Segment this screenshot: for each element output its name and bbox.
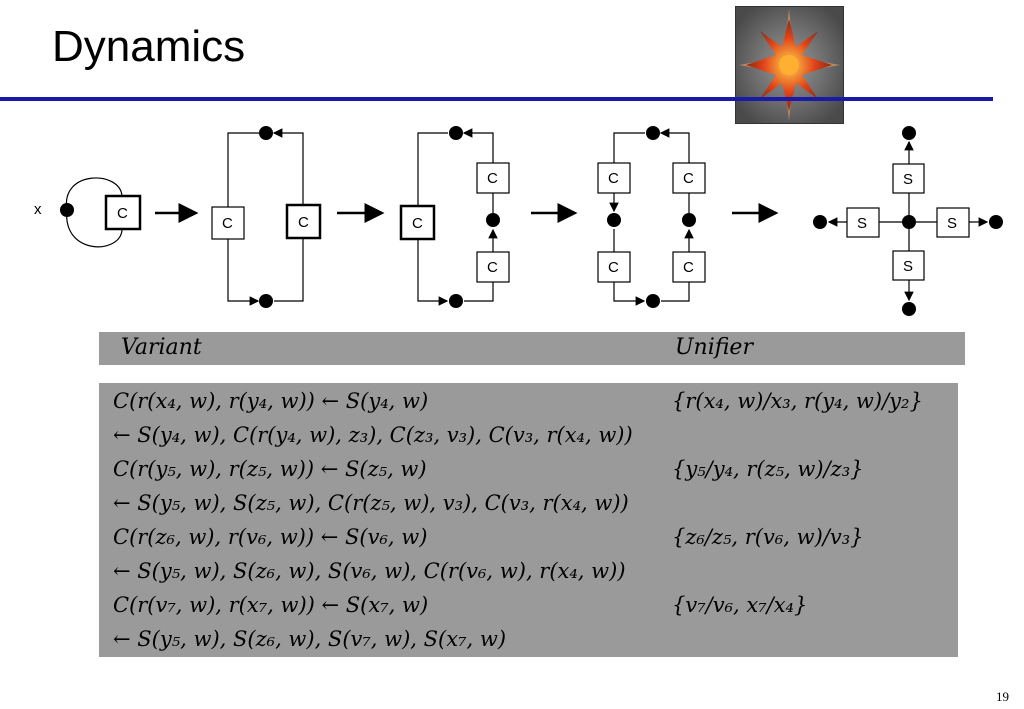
variant-table: C(r(x₄, w), r(y₄, w)) ← S(y₄, w) {r(x₄, … — [99, 383, 958, 657]
table-header: Variant Unifier — [99, 332, 965, 365]
unifier-cell: {v₇/v₆, x₇/x₄} — [672, 593, 808, 617]
svg-text:S: S — [947, 215, 957, 232]
table-row: C(r(v₇, w), r(x₇, w)) ← S(x₇, w) {v₇/v₆,… — [99, 591, 958, 625]
svg-text:C: C — [222, 215, 233, 232]
clause-transformation-diagram: x C C C C C C C C C C — [34, 126, 1003, 316]
page-number: 19 — [996, 689, 1009, 704]
variant-cell: C(r(y₅, w), r(z₅, w)) ← S(z₅, w) — [113, 457, 427, 481]
svg-text:C: C — [683, 170, 694, 187]
svg-text:S: S — [857, 215, 867, 232]
svg-text:S: S — [903, 171, 913, 188]
slide-title: Dynamics — [52, 22, 246, 71]
box-c-2a — [211, 206, 245, 240]
svg-text:C: C — [683, 259, 694, 276]
variant-cell: C(r(v₇, w), r(x₇, w)) ← S(x₇, w) — [113, 593, 429, 617]
table-row: C(r(x₄, w), r(y₄, w)) ← S(y₄, w) {r(x₄, … — [99, 387, 958, 421]
unifier-cell: {r(x₄, w)/x₃, r(y₄, w)/y₂} — [672, 389, 923, 413]
svg-text:S: S — [903, 258, 913, 275]
variant-cell: ← S(y₅, w), S(z₆, w), S(v₇, w), S(x₇, w) — [113, 627, 507, 651]
table-row: ← S(y₄, w), C(r(y₄, w), z₃), C(z₃, v₃), … — [99, 421, 958, 455]
box-s-top — [892, 163, 925, 194]
box-c-1 — [104, 194, 142, 231]
box-c-4a — [597, 162, 631, 194]
svg-text:C: C — [608, 259, 619, 276]
box-c-4c — [597, 251, 631, 283]
svg-text:C: C — [487, 170, 498, 187]
variant-cell: C(r(x₄, w), r(y₄, w)) ← S(y₄, w) — [113, 389, 429, 413]
unifier-cell: {y₅/y₄, r(z₅, w)/z₃} — [672, 457, 864, 481]
node-x — [60, 203, 74, 217]
center-node — [902, 215, 916, 229]
header-variant: Variant — [121, 335, 202, 360]
title-underline — [0, 97, 993, 101]
box-c-3a — [399, 204, 436, 241]
table-row: ← S(y₅, w), S(z₅, w), C(r(z₅, w), v₃), C… — [99, 489, 958, 523]
svg-text:C: C — [487, 259, 498, 276]
header-unifier: Unifier — [675, 335, 753, 360]
starburst-logo — [735, 6, 844, 124]
svg-text:C: C — [608, 170, 619, 187]
box-s-right — [936, 207, 970, 238]
table-row: ← S(y₅, w), S(z₆, w), S(v₆, w), C(r(v₆, … — [99, 557, 958, 591]
svg-text:C: C — [412, 215, 423, 232]
svg-text:C: C — [117, 205, 128, 222]
variant-cell: ← S(y₅, w), S(z₅, w), C(r(z₅, w), v₃), C… — [113, 491, 629, 515]
table-row: C(r(y₅, w), r(z₅, w)) ← S(z₅, w) {y₅/y₄,… — [99, 455, 958, 489]
table-row: ← S(y₅, w), S(z₆, w), S(v₇, w), S(x₇, w) — [99, 625, 958, 659]
table-row: C(r(z₆, w), r(v₆, w)) ← S(v₆, w) {z₆/z₅,… — [99, 523, 958, 557]
unifier-cell: {z₆/z₅, r(v₆, w)/v₃} — [672, 525, 864, 549]
box-c-3b — [476, 162, 510, 194]
box-c-2b — [285, 203, 322, 240]
variant-cell: ← S(y₅, w), S(z₆, w), S(v₆, w), C(r(v₆, … — [113, 559, 626, 583]
box-c-4d — [672, 251, 706, 283]
variant-cell: ← S(y₄, w), C(r(y₄, w), z₃), C(z₃, v₃), … — [113, 423, 633, 447]
box-c-3c — [476, 251, 510, 283]
svg-text:C: C — [298, 214, 309, 231]
variant-cell: C(r(z₆, w), r(v₆, w)) ← S(v₆, w) — [113, 525, 428, 549]
x-label: x — [34, 201, 42, 218]
